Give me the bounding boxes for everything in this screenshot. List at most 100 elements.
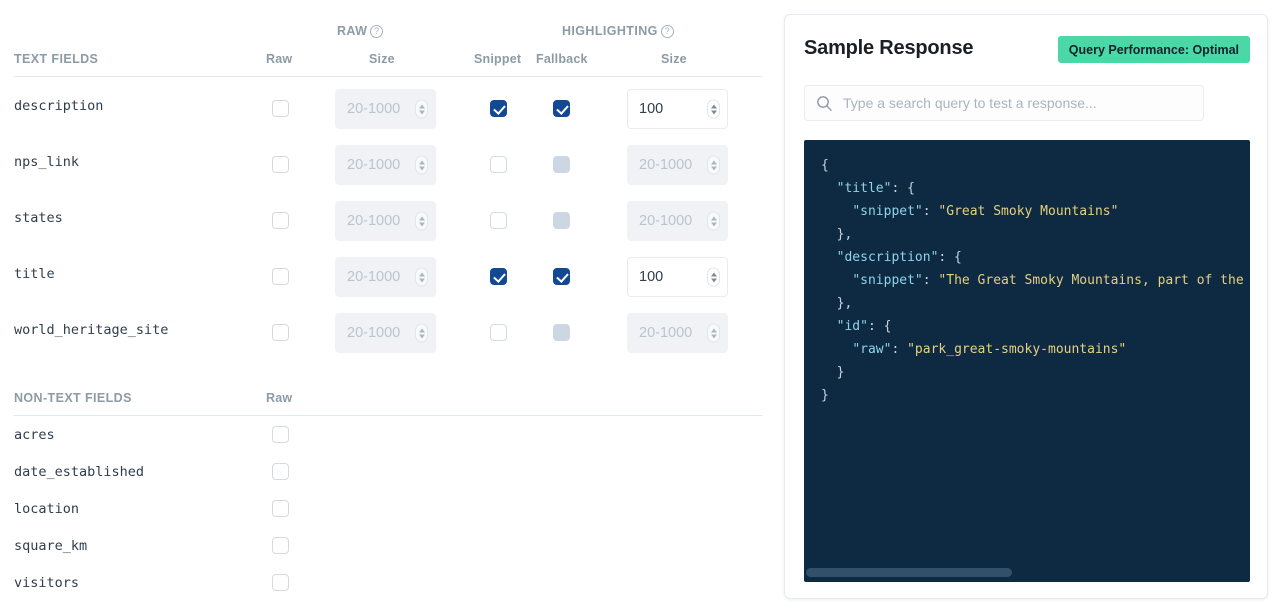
stepper-down-icon: [418, 278, 425, 282]
code-token: [821, 204, 852, 219]
column-header-fallback: Fallback: [536, 52, 588, 66]
code-token: [821, 319, 837, 334]
code-line: },: [821, 223, 1250, 246]
code-token: [821, 181, 837, 196]
column-header-highlight-size: Size: [661, 52, 687, 66]
field-name-nps_link: nps_link: [14, 154, 80, 170]
raw-checkbox-states[interactable]: [272, 212, 289, 229]
highlight-size-input-world_heritage_site-placeholder: 20-1000: [639, 325, 693, 341]
field-name-description: description: [14, 98, 104, 114]
field-name-location: location: [14, 501, 80, 517]
page-title: Sample Response: [804, 37, 974, 59]
stepper-up-icon: [418, 160, 425, 164]
column-header-nontext-raw: Raw: [266, 391, 293, 405]
search-icon: [816, 95, 833, 112]
field-name-visitors: visitors: [14, 575, 80, 591]
fallback-checkbox-nps_link: [553, 156, 570, 173]
snippet-checkbox-nps_link[interactable]: [490, 156, 507, 173]
raw-checkbox-title[interactable]: [272, 268, 289, 285]
fallback-checkbox-title[interactable]: [553, 268, 570, 285]
snippet-checkbox-states[interactable]: [490, 212, 507, 229]
highlight-size-input-world_heritage_site: 20-1000: [627, 313, 728, 353]
group-header-highlighting: HIGHLIGHTING ?: [562, 24, 674, 38]
query-performance-badge[interactable]: Query Performance: Optimal: [1057, 36, 1250, 63]
code-horizontal-scrollbar[interactable]: [804, 568, 1250, 577]
stepper-up-icon: [710, 216, 717, 220]
code-token: "snippet": [852, 273, 923, 288]
code-line: {: [821, 154, 1250, 177]
code-line: "description": {: [821, 246, 1250, 269]
stepper-down-icon: [710, 334, 717, 338]
number-stepper: [415, 211, 428, 231]
snippet-checkbox-title[interactable]: [490, 268, 507, 285]
raw-checkbox-square_km[interactable]: [272, 537, 289, 554]
code-token: }: [821, 388, 829, 403]
non-text-fields-divider: [14, 415, 762, 416]
raw-checkbox-nps_link[interactable]: [272, 156, 289, 173]
raw-size-input-description: 20-1000: [335, 89, 436, 129]
code-line: }: [821, 361, 1250, 384]
text-fields-divider: [14, 76, 762, 77]
code-token: : {: [891, 181, 915, 196]
number-stepper[interactable]: [707, 99, 720, 119]
stepper-up-icon: [710, 328, 717, 332]
raw-checkbox-date_established[interactable]: [272, 463, 289, 480]
group-header-raw: RAW ?: [337, 24, 384, 38]
stepper-up-icon: [418, 272, 425, 276]
highlight-size-input-description-value: 100: [639, 101, 664, 117]
code-token: [821, 273, 852, 288]
number-stepper: [415, 267, 428, 287]
raw-size-input-states-placeholder: 20-1000: [347, 213, 401, 229]
code-token: "raw": [852, 342, 892, 357]
sample-response-code-block: { "title": { "snippet": "Great Smoky Mou…: [804, 140, 1250, 582]
code-token: [821, 250, 837, 265]
snippet-checkbox-world_heritage_site[interactable]: [490, 324, 507, 341]
raw-help-icon[interactable]: ?: [370, 24, 384, 38]
code-token: "snippet": [852, 204, 923, 219]
sample-response-panel: Sample Response Query Performance: Optim…: [784, 14, 1268, 599]
stepper-down-icon: [710, 222, 717, 226]
code-line: "snippet": "The Great Smoky Mountains, p…: [821, 269, 1250, 292]
raw-checkbox-location[interactable]: [272, 500, 289, 517]
raw-checkbox-description[interactable]: [272, 100, 289, 117]
highlight-size-input-nps_link-placeholder: 20-1000: [639, 157, 693, 173]
code-token: : {: [938, 250, 962, 265]
raw-checkbox-visitors[interactable]: [272, 574, 289, 591]
snippet-checkbox-description[interactable]: [490, 100, 507, 117]
code-token: "Great Smoky Mountains": [938, 204, 1119, 219]
code-token: "id": [836, 319, 868, 334]
highlight-size-input-title-value: 100: [639, 269, 664, 285]
code-token: },: [821, 227, 853, 242]
field-name-world_heritage_site: world_heritage_site: [14, 322, 169, 338]
fallback-checkbox-states: [553, 212, 570, 229]
stepper-up-icon: [710, 160, 717, 164]
raw-checkbox-acres[interactable]: [272, 426, 289, 443]
highlighting-help-icon[interactable]: ?: [660, 24, 674, 38]
highlight-size-input-title[interactable]: 100: [627, 257, 728, 297]
number-stepper: [707, 323, 720, 343]
code-token: : {: [867, 319, 892, 334]
fields-configuration-panel: RAW ? HIGHLIGHTING ? TEXT FIELDS Raw Siz…: [0, 0, 762, 613]
field-name-title: title: [14, 266, 55, 282]
group-header-raw-label: RAW: [337, 24, 368, 38]
stepper-down-icon: [710, 166, 717, 170]
highlight-size-input-description[interactable]: 100: [627, 89, 728, 129]
column-header-raw-size: Size: [369, 52, 395, 66]
code-line: "id": {: [821, 315, 1250, 338]
raw-size-input-title-placeholder: 20-1000: [347, 269, 401, 285]
code-horizontal-scrollbar-thumb[interactable]: [806, 568, 1012, 577]
fallback-checkbox-description[interactable]: [553, 100, 570, 117]
code-token: [821, 342, 852, 357]
raw-checkbox-world_heritage_site[interactable]: [272, 324, 289, 341]
stepper-down-icon: [418, 334, 425, 338]
field-name-date_established: date_established: [14, 464, 145, 480]
fallback-checkbox-world_heritage_site: [553, 324, 570, 341]
code-line: "snippet": "Great Smoky Mountains": [821, 200, 1250, 223]
stepper-down-icon: [418, 110, 425, 114]
code-token: :: [922, 204, 939, 219]
number-stepper[interactable]: [707, 267, 720, 287]
stepper-down-icon: [710, 110, 717, 114]
search-input[interactable]: Type a search query to test a response..…: [804, 85, 1204, 121]
raw-size-input-nps_link: 20-1000: [335, 145, 436, 185]
